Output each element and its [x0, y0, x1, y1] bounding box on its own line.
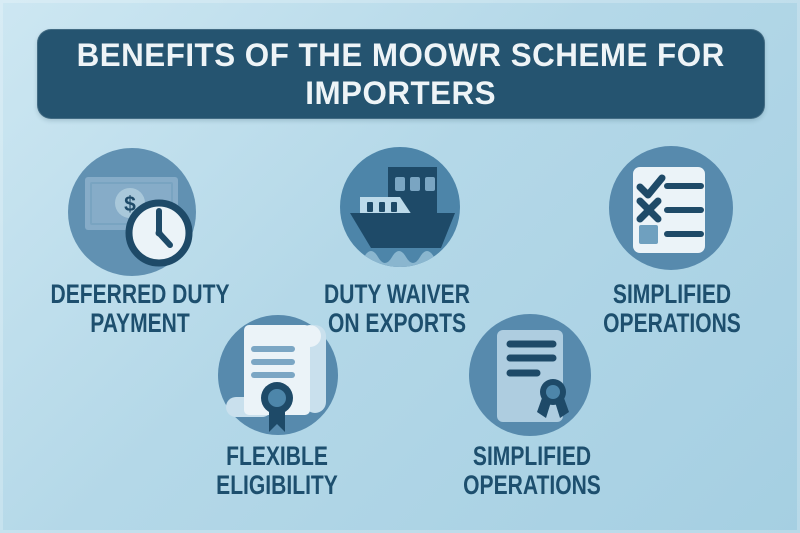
waves — [340, 251, 460, 267]
benefit-label: DEFERRED DUTY PAYMENT — [46, 280, 233, 338]
checklist-icon — [609, 146, 733, 270]
label-line: SIMPLIFIED — [472, 441, 592, 471]
ship-wheelhouse — [360, 197, 412, 215]
scroll-certificate-icon — [218, 315, 338, 435]
label-line: ELIGIBILITY — [216, 470, 338, 500]
label-line: DUTY WAIVER — [324, 279, 470, 309]
ship-hull — [350, 213, 455, 248]
label-line: OPERATIONS — [603, 308, 741, 338]
scroll-paper — [226, 325, 326, 417]
label-line: ON EXPORTS — [327, 308, 467, 338]
certificate-seal-icon — [469, 314, 591, 436]
title-banner: BENEFITS OF THE MOOWR SCHEME FOR IMPORTE… — [37, 29, 765, 119]
dollar-sign: $ — [124, 193, 136, 216]
benefit-label: SIMPLIFIED OPERATIONS — [438, 442, 625, 500]
benefit-label: DUTY WAIVER ON EXPORTS — [303, 280, 490, 338]
cargo-ship-icon — [340, 147, 460, 267]
label-line: FLEXIBLE — [226, 441, 328, 471]
title-line-1: BENEFITS OF THE MOOWR SCHEME FOR — [76, 37, 726, 73]
ribbon-seal — [261, 382, 293, 432]
certificate-lines — [506, 340, 557, 377]
checklist-rows — [636, 174, 704, 244]
money-clock-icon: $ — [68, 148, 196, 276]
label-line: OPERATIONS — [463, 470, 601, 500]
award-rosette — [537, 379, 569, 418]
title-line-2: IMPORTERS — [305, 75, 497, 111]
label-line: PAYMENT — [90, 308, 190, 338]
label-line: SIMPLIFIED — [612, 279, 732, 309]
benefit-label: SIMPLIFIED OPERATIONS — [578, 280, 765, 338]
label-line: DEFERRED DUTY — [50, 279, 230, 309]
clock-icon — [125, 199, 193, 267]
page-title: BENEFITS OF THE MOOWR SCHEME FOR IMPORTE… — [77, 36, 725, 112]
benefit-label: FLEXIBLE ELIGIBILITY — [183, 442, 370, 500]
